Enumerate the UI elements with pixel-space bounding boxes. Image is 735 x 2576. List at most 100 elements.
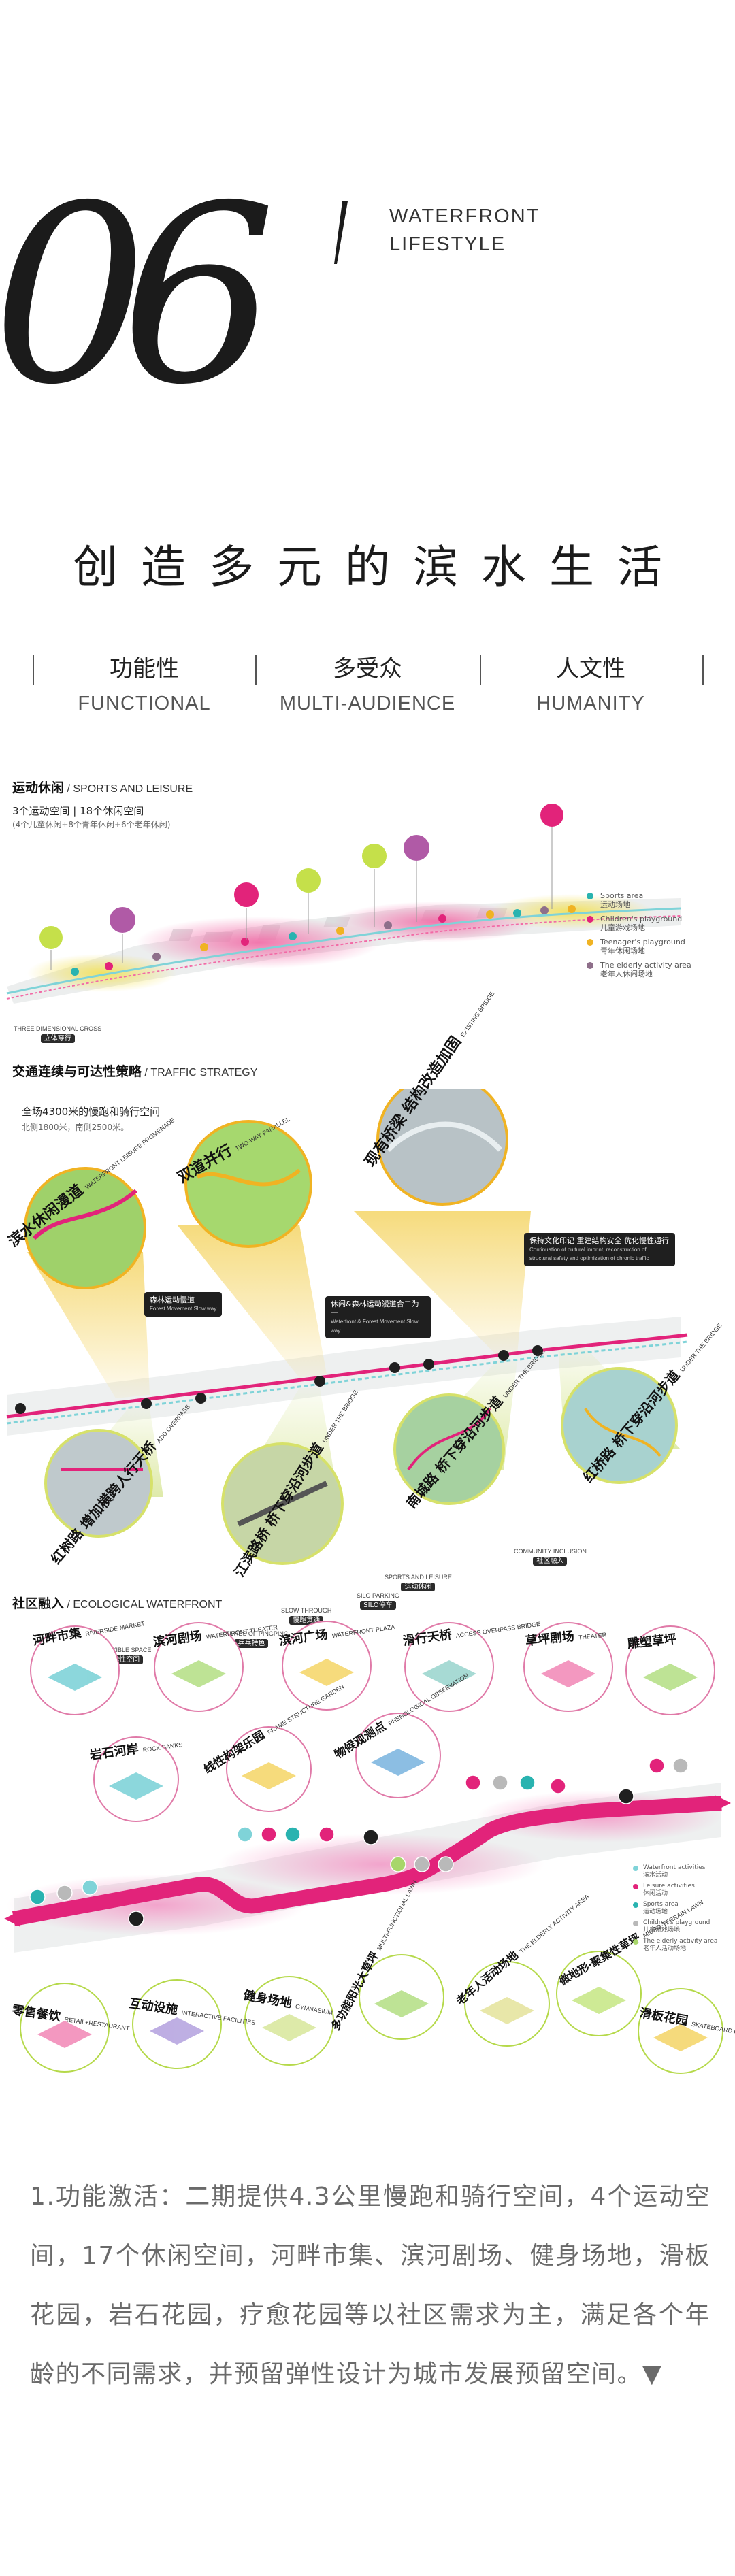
chapter-number: 06 — [0, 153, 276, 438]
pillar-zh: 人文性 — [556, 655, 625, 682]
legend-en: Sports area — [600, 891, 644, 900]
tag-silo-parking: SILO PARKING SILO停车 — [357, 1592, 399, 1610]
legend-en: Sports area — [643, 1901, 679, 1908]
legend-zh: 儿童游戏场地 — [643, 1927, 681, 1934]
legend-zh: 老年人活动场地 — [643, 1945, 687, 1952]
legend-dot — [633, 1884, 638, 1889]
section-title-zh: 交通连续与可达性策略 — [12, 1064, 142, 1079]
apostrophe-mark — [334, 201, 348, 264]
legend-en: Children's playground — [600, 914, 683, 923]
page-title: 创造多元的滨水生活 — [73, 541, 685, 593]
legend-dot — [633, 1921, 638, 1926]
pillar-divider — [702, 655, 704, 685]
legend-dot — [587, 893, 593, 899]
legend-zh: 休闲活动 — [643, 1890, 668, 1897]
pillars-row: 功能性 FUNCTIONAL 多受众 MULTI-AUDIENCE 人文性 HU… — [0, 650, 735, 725]
pillar-en: HUMANITY — [536, 693, 645, 714]
pillar-en: FUNCTIONAL — [78, 693, 211, 714]
section-title-en: / SPORTS AND LEISURE — [64, 783, 193, 795]
tag-zh: 乒乓特色 — [234, 1639, 269, 1648]
pillar-zh: 多受众 — [333, 655, 402, 682]
tag-en: FLEXIBLE SPACE — [101, 1647, 152, 1653]
legend-zh: 儿童游戏场地 — [600, 923, 645, 932]
tag-zh: SILO停车 — [360, 1601, 396, 1610]
legend-zh: 青年休闲场地 — [600, 946, 645, 955]
pillar-multi-audience: 多受众 MULTI-AUDIENCE — [265, 650, 470, 715]
legend-dot — [587, 962, 593, 969]
callout-zh: 保持文化印记 重建结构安全 优化慢性通行 — [529, 1236, 669, 1245]
legend-dot — [633, 1939, 638, 1945]
legend-en: The elderly activity area — [643, 1938, 718, 1945]
pillar-divider — [255, 655, 257, 685]
legend-en: The elderly activity area — [600, 961, 691, 970]
eco-map — [4, 1621, 731, 2074]
hero-subtitle-line1: WATERFRONT — [389, 205, 540, 227]
section-title-zh: 运动休闲 — [12, 780, 65, 795]
legend-dot — [587, 939, 593, 946]
legend-dot — [633, 1902, 638, 1908]
callout-merged-slow-way: 休闲&森林运动漫道合二为一 Waterfront & Forest Moveme… — [325, 1296, 431, 1338]
tag-zh: 立体穿行 — [40, 1034, 75, 1043]
tag-en: SLOW THROUGH — [281, 1607, 332, 1614]
tag-en: FEATURES OF PINGPING — [214, 1630, 289, 1637]
callout-zh: 森林运动慢道 — [150, 1295, 195, 1304]
sports-note-detail: (4个儿童休闲+8个青年休闲+6个老年休闲) — [12, 820, 171, 829]
sports-diagram: THREE DIMENSIONAL CROSS 立体穿行 FLEXIBLE SPA… — [0, 769, 735, 1664]
tag-zh: 运动休闲 — [401, 1583, 436, 1591]
tag-en: SPORTS AND LEISURE — [385, 1574, 452, 1581]
tag-community-inclusion: COMMUNITY INCLUSION 社区融入 — [514, 1548, 587, 1566]
section-title-eco: 社区融入 / ECOLOGICAL WATERFRONT — [12, 1594, 222, 1612]
pillar-divider — [33, 655, 34, 685]
pillar-divider — [480, 655, 481, 685]
tag-three-dimensional-cross: THREE DIMENSIONAL CROSS 立体穿行 — [14, 1025, 101, 1043]
callout-en: Continuation of cultural imprint, recons… — [529, 1246, 649, 1261]
legend-dot — [587, 916, 593, 923]
pillar-humanity: 人文性 HUMANITY — [489, 650, 693, 715]
tag-en: THREE DIMENSIONAL CROSS — [14, 1025, 102, 1032]
sports-note: 3个运动空间 | 18个休闲空间 — [12, 805, 144, 817]
eco-label-en: THEATER — [578, 1631, 607, 1641]
callout-zh: 休闲&森林运动漫道合二为一 — [331, 1300, 419, 1317]
legend-zh: 滨水活动 — [643, 1872, 668, 1879]
traffic-note: 全场4300米的慢跑和骑行空间 — [22, 1106, 161, 1118]
legend-en: Leisure activities — [643, 1883, 695, 1889]
section-title-en: / TRAFFIC STRATEGY — [142, 1067, 258, 1078]
section-title-zh: 社区融入 — [12, 1596, 65, 1611]
traffic-diagram: 森林运动慢道 Forest Movement Slow way 休闲&森林运动漫… — [0, 990, 735, 1579]
body-paragraph: 1.功能激活：二期提供4.3公里慢跑和骑行空间，4个运动空间，17个休闲空间，河… — [30, 2183, 710, 2388]
traffic-note-detail: 北侧1800米，南侧2500米。 — [22, 1123, 129, 1132]
legend-zh: 运动场地 — [643, 1909, 668, 1915]
legend-en: Teenager's playground — [600, 938, 685, 946]
tag-en: SILO PARKING — [357, 1592, 399, 1599]
hero-subtitle-line2: LIFESTYLE — [389, 233, 506, 255]
callout-bridge-culture: 保持文化印记 重建结构安全 优化慢性通行 Continuation of cul… — [524, 1233, 675, 1266]
pillar-functional: 功能性 FUNCTIONAL — [42, 650, 246, 715]
tag-pingping: FEATURES OF PINGPING 乒乓特色 — [214, 1630, 289, 1648]
section-title-traffic: 交通连续与可达性策略 / TRAFFIC STRATEGY — [12, 1061, 257, 1080]
legend-en: Waterfront activities — [643, 1864, 706, 1871]
tag-en: COMMUNITY INCLUSION — [514, 1548, 587, 1555]
tag-zh: 社区融入 — [533, 1557, 568, 1566]
callout-en: Forest Movement Slow way — [150, 1306, 217, 1312]
pillar-en: MULTI-AUDIENCE — [279, 693, 456, 714]
legend-zh: 运动场地 — [600, 900, 630, 909]
traffic-map — [6, 1074, 688, 1565]
section-title-sports: 运动休闲 / SPORTS AND LEISURE — [12, 778, 193, 796]
callout-en: Waterfront & Forest Movement Slow way — [331, 1319, 419, 1334]
callout-forest-slow-way: 森林运动慢道 Forest Movement Slow way — [144, 1292, 223, 1317]
section-title-en: / ECOLOGICAL WATERFRONT — [64, 1599, 223, 1611]
legend-en: Children's playground — [643, 1919, 710, 1926]
tag-sports-leisure: SPORTS AND LEISURE 运动休闲 — [385, 1574, 452, 1591]
